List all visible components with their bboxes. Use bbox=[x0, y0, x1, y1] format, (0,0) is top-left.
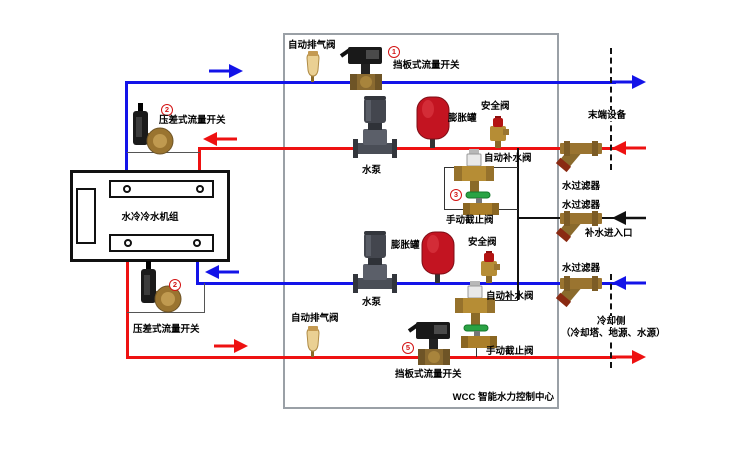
pipe-cooling-return-riser bbox=[126, 246, 129, 359]
manual-stop-top-label: 手动截止阀 bbox=[446, 215, 494, 226]
manual-stop-valve-icon bbox=[461, 324, 497, 348]
flow-switch-icon bbox=[339, 47, 382, 90]
flow-arrow-right bbox=[612, 350, 646, 364]
safety-valve-top-label: 安全阀 bbox=[481, 101, 510, 112]
autofill-bottom-link1 bbox=[495, 300, 518, 301]
air-vent-icon bbox=[306, 51, 320, 82]
pipe-cooling-return bbox=[126, 356, 616, 359]
cooling-side-sublabel: （冷却塔、地源、水源） bbox=[560, 328, 667, 340]
autofill-bottom-link2 bbox=[476, 348, 477, 357]
pipe-autofill-feed bbox=[517, 148, 519, 300]
pipe-supply-top-riser bbox=[125, 81, 128, 191]
diff-pressure-switch-icon bbox=[133, 103, 174, 155]
pipe-cooling-supply-riser bbox=[196, 241, 199, 285]
flow-arrow-right bbox=[209, 64, 243, 78]
pump-top-label: 水泵 bbox=[362, 165, 382, 176]
autofill-top-link2 bbox=[444, 167, 454, 168]
manual-stop-valve-icon bbox=[463, 191, 499, 215]
terminal-side-label: 末端设备 bbox=[587, 110, 628, 122]
chiller-port-return-in bbox=[196, 185, 204, 193]
expansion-tank-icon bbox=[421, 231, 455, 283]
flow-arrow-left bbox=[203, 132, 237, 146]
flow-arrow-left bbox=[205, 265, 239, 279]
marker-5: 5 bbox=[402, 342, 414, 354]
flow-switch-top-label: 挡板式流量开关 bbox=[393, 60, 460, 71]
autofill-bottom-label: 自动补水阀 bbox=[486, 291, 534, 302]
marker-1: 1 bbox=[388, 46, 400, 58]
sense-line-bottom bbox=[127, 312, 205, 313]
chiller-condenser bbox=[109, 234, 214, 252]
wcc-box-label: WCC 智能水力控制中心 bbox=[452, 392, 554, 403]
pipe-return-top bbox=[198, 147, 616, 150]
autofill-valve-icon bbox=[455, 281, 495, 325]
chiller-evaporator bbox=[109, 180, 214, 198]
autofill-top-link3 bbox=[444, 167, 445, 209]
flow-arrow-right bbox=[612, 75, 646, 89]
marker-2: 2 bbox=[169, 279, 181, 291]
safety-valve-icon bbox=[481, 251, 500, 283]
y-strainer-icon bbox=[555, 141, 602, 173]
wcc-control-box bbox=[283, 33, 559, 409]
flow-switch-bottom-label: 挡板式流量开关 bbox=[395, 369, 462, 380]
diff-switch-top-label: 压差式流量开关 bbox=[159, 115, 226, 126]
manual-stop-bottom-label: 手动截止阀 bbox=[486, 346, 534, 357]
strainer-return-label: 水过滤器 bbox=[561, 181, 602, 193]
chiller-port-cond-out bbox=[124, 239, 132, 247]
strainer-makeup-label: 水过滤器 bbox=[561, 200, 602, 212]
expansion-tank-icon bbox=[416, 96, 450, 148]
exp-tank-bottom-label: 膨胀罐 bbox=[391, 240, 420, 251]
chiller-port-cond-in bbox=[193, 239, 201, 247]
pump-bottom-label: 水泵 bbox=[362, 297, 382, 308]
safety-valve-bottom-label: 安全阀 bbox=[468, 237, 497, 248]
air-vent-top-label: 自动排气阀 bbox=[288, 40, 336, 51]
safety-valve-icon bbox=[490, 116, 509, 148]
flow-arrow-right bbox=[214, 339, 248, 353]
chiller-left-panel bbox=[76, 188, 96, 244]
marker-3: 3 bbox=[450, 189, 462, 201]
dashed-terminal-boundary bbox=[610, 48, 612, 170]
flow-switch-icon bbox=[407, 322, 450, 365]
strainer-cooling-label: 水过滤器 bbox=[561, 263, 602, 275]
air-vent-bottom-label: 自动排气阀 bbox=[291, 313, 339, 324]
exp-tank-top-label: 膨胀罐 bbox=[448, 113, 477, 124]
flow-arrow-left bbox=[612, 141, 646, 155]
y-strainer-icon bbox=[555, 276, 602, 308]
autofill-valve-icon bbox=[454, 149, 494, 193]
marker-2: 2 bbox=[161, 104, 173, 116]
pump-icon bbox=[353, 96, 397, 158]
autofill-top-link5 bbox=[499, 209, 518, 210]
air-vent-icon bbox=[306, 326, 320, 357]
cooling-side-label: 冷却侧 bbox=[596, 316, 627, 328]
flow-arrow-left bbox=[612, 211, 646, 225]
makeup-inlet-label: 补水进入口 bbox=[584, 228, 634, 240]
chiller-port-supply-out bbox=[123, 185, 131, 193]
pump-icon bbox=[353, 231, 397, 293]
pipe-cooling-supply bbox=[196, 282, 616, 285]
autofill-top-link1 bbox=[494, 167, 518, 168]
autofill-top-link4 bbox=[444, 209, 464, 210]
autofill-top-label: 自动补水阀 bbox=[484, 153, 532, 164]
y-strainer-icon bbox=[555, 211, 602, 243]
sense-line-bottom-riser bbox=[204, 283, 205, 313]
diff-pressure-switch-icon bbox=[141, 261, 182, 313]
chiller-label: 水冷冷水机组 bbox=[121, 212, 179, 223]
diff-switch-bottom-label: 压差式流量开关 bbox=[133, 324, 200, 335]
pipe-return-top-riser bbox=[198, 147, 201, 191]
flow-arrow-left bbox=[612, 276, 646, 290]
